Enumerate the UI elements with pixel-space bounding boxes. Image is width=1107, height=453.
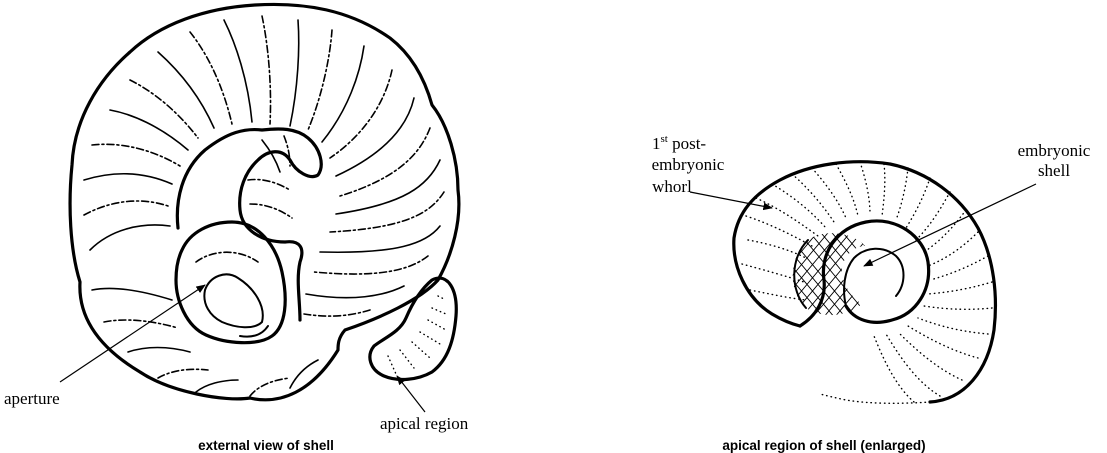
svg-text:embryonic: embryonic xyxy=(652,155,725,174)
apical-region-label: apical region xyxy=(380,414,469,433)
svg-text:1st post-: 1st post- xyxy=(652,133,706,153)
apical-region-drawing xyxy=(690,162,1036,404)
svg-text:shell: shell xyxy=(1038,161,1070,180)
svg-text:embryonic: embryonic xyxy=(1018,141,1091,160)
apical-region-pointer xyxy=(397,376,425,412)
left-caption: external view of shell xyxy=(198,438,334,453)
embryonic-mesh-pattern xyxy=(742,180,910,366)
whorl-label: 1st post- embryonic whorl xyxy=(652,133,725,196)
aperture-label: aperture xyxy=(4,389,60,408)
external-shell-drawing xyxy=(60,4,459,412)
whorl-outer-outline xyxy=(734,162,996,402)
embryonic-shell-pointer xyxy=(864,184,1036,266)
svg-text:whorl: whorl xyxy=(652,177,692,196)
embryonic-shell-label: embryonic shell xyxy=(1018,141,1091,180)
right-caption: apical region of shell (enlarged) xyxy=(722,438,925,453)
whorl-inner-outline xyxy=(800,221,929,326)
aperture-inner xyxy=(204,274,262,327)
